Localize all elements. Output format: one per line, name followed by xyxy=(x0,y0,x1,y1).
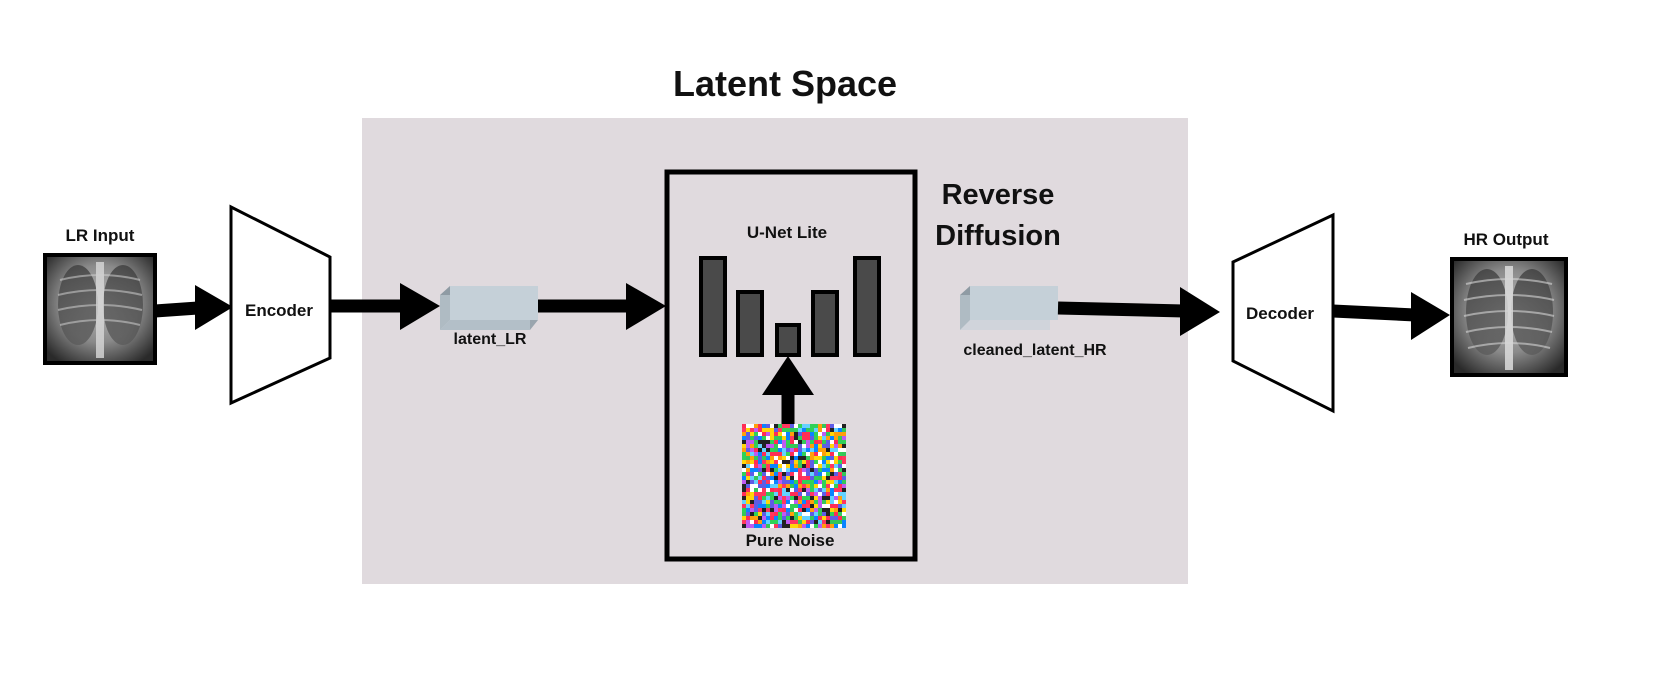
cleaned-latent-label: cleaned_latent_HR xyxy=(963,342,1107,359)
lr-input-label: LR Input xyxy=(66,226,135,245)
unet-bar xyxy=(736,290,764,357)
decoder-block xyxy=(1231,212,1335,414)
encoder-block xyxy=(229,204,332,406)
unet-box xyxy=(664,169,918,562)
unet-label: U-Net Lite xyxy=(747,223,827,242)
unet-bar xyxy=(811,290,839,357)
arrow-encoder-to-latent xyxy=(330,283,440,330)
hr-output-image xyxy=(1450,257,1568,377)
decoder-label: Decoder xyxy=(1246,304,1314,323)
unet-bar xyxy=(853,256,881,357)
arrow-noise-to-unet xyxy=(762,356,814,424)
pure-noise-image xyxy=(742,424,846,528)
lr-input-image xyxy=(43,253,157,365)
arrow-latent-to-decoder xyxy=(1057,287,1220,336)
unet-bar xyxy=(775,323,801,357)
pure-noise-label: Pure Noise xyxy=(746,531,835,550)
latent-lr-block xyxy=(440,286,538,330)
cleaned-latent-block xyxy=(960,286,1058,330)
encoder-label: Encoder xyxy=(245,301,313,320)
arrow-latent-to-unet xyxy=(538,283,666,330)
latent-lr-label: latent_LR xyxy=(454,331,527,348)
unet-bars xyxy=(699,256,881,357)
latent-space-title: Latent Space xyxy=(673,63,897,104)
diffusion-label: Diffusion xyxy=(935,220,1061,252)
unet-bar xyxy=(699,256,727,357)
arrow-decoder-to-hr xyxy=(1332,292,1450,340)
reverse-label: Reverse xyxy=(942,179,1055,211)
hr-output-label: HR Output xyxy=(1464,230,1549,249)
arrow-lr-to-encoder xyxy=(154,285,233,330)
